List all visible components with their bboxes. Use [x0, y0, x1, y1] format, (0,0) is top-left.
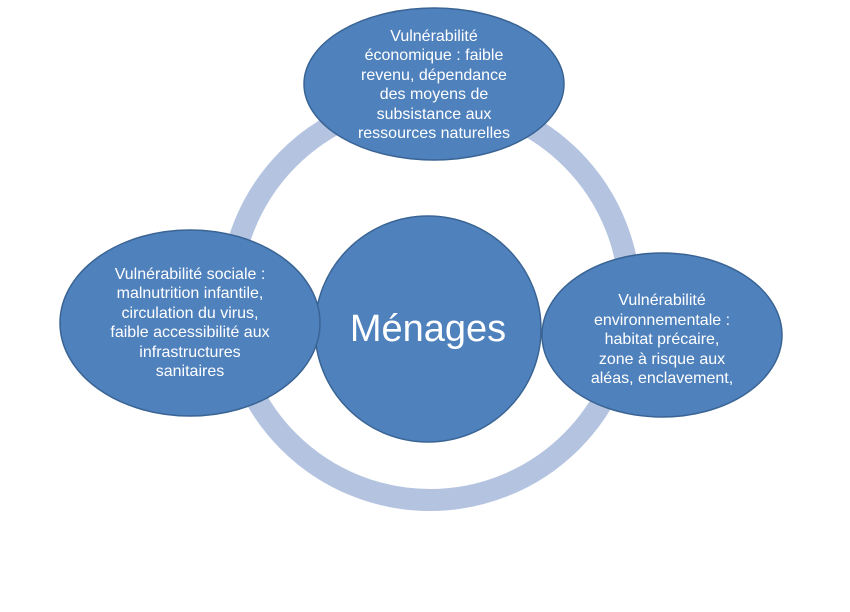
- node-text-environnementale: Vulnérabilité environnementale : habitat…: [590, 292, 734, 388]
- node-ellipse-environnementale: [541, 252, 783, 418]
- node-text-sociale: Vulnérabilité sociale : malnutrition inf…: [110, 265, 270, 381]
- center-label-text: Ménages: [349, 308, 507, 350]
- node-ellipse-economique: [303, 7, 565, 161]
- node-label-sociale: Vulnérabilité sociale : malnutrition inf…: [70, 254, 310, 392]
- node-label-environnementale: Vulnérabilité environnementale : habitat…: [552, 285, 772, 395]
- center-label: Ménages: [318, 289, 538, 369]
- node-label-economique: Vulnérabilité économique : faible revenu…: [314, 18, 554, 152]
- node-ellipse-sociale: [59, 229, 321, 417]
- node-text-economique: Vulnérabilité économique : faible revenu…: [357, 27, 511, 143]
